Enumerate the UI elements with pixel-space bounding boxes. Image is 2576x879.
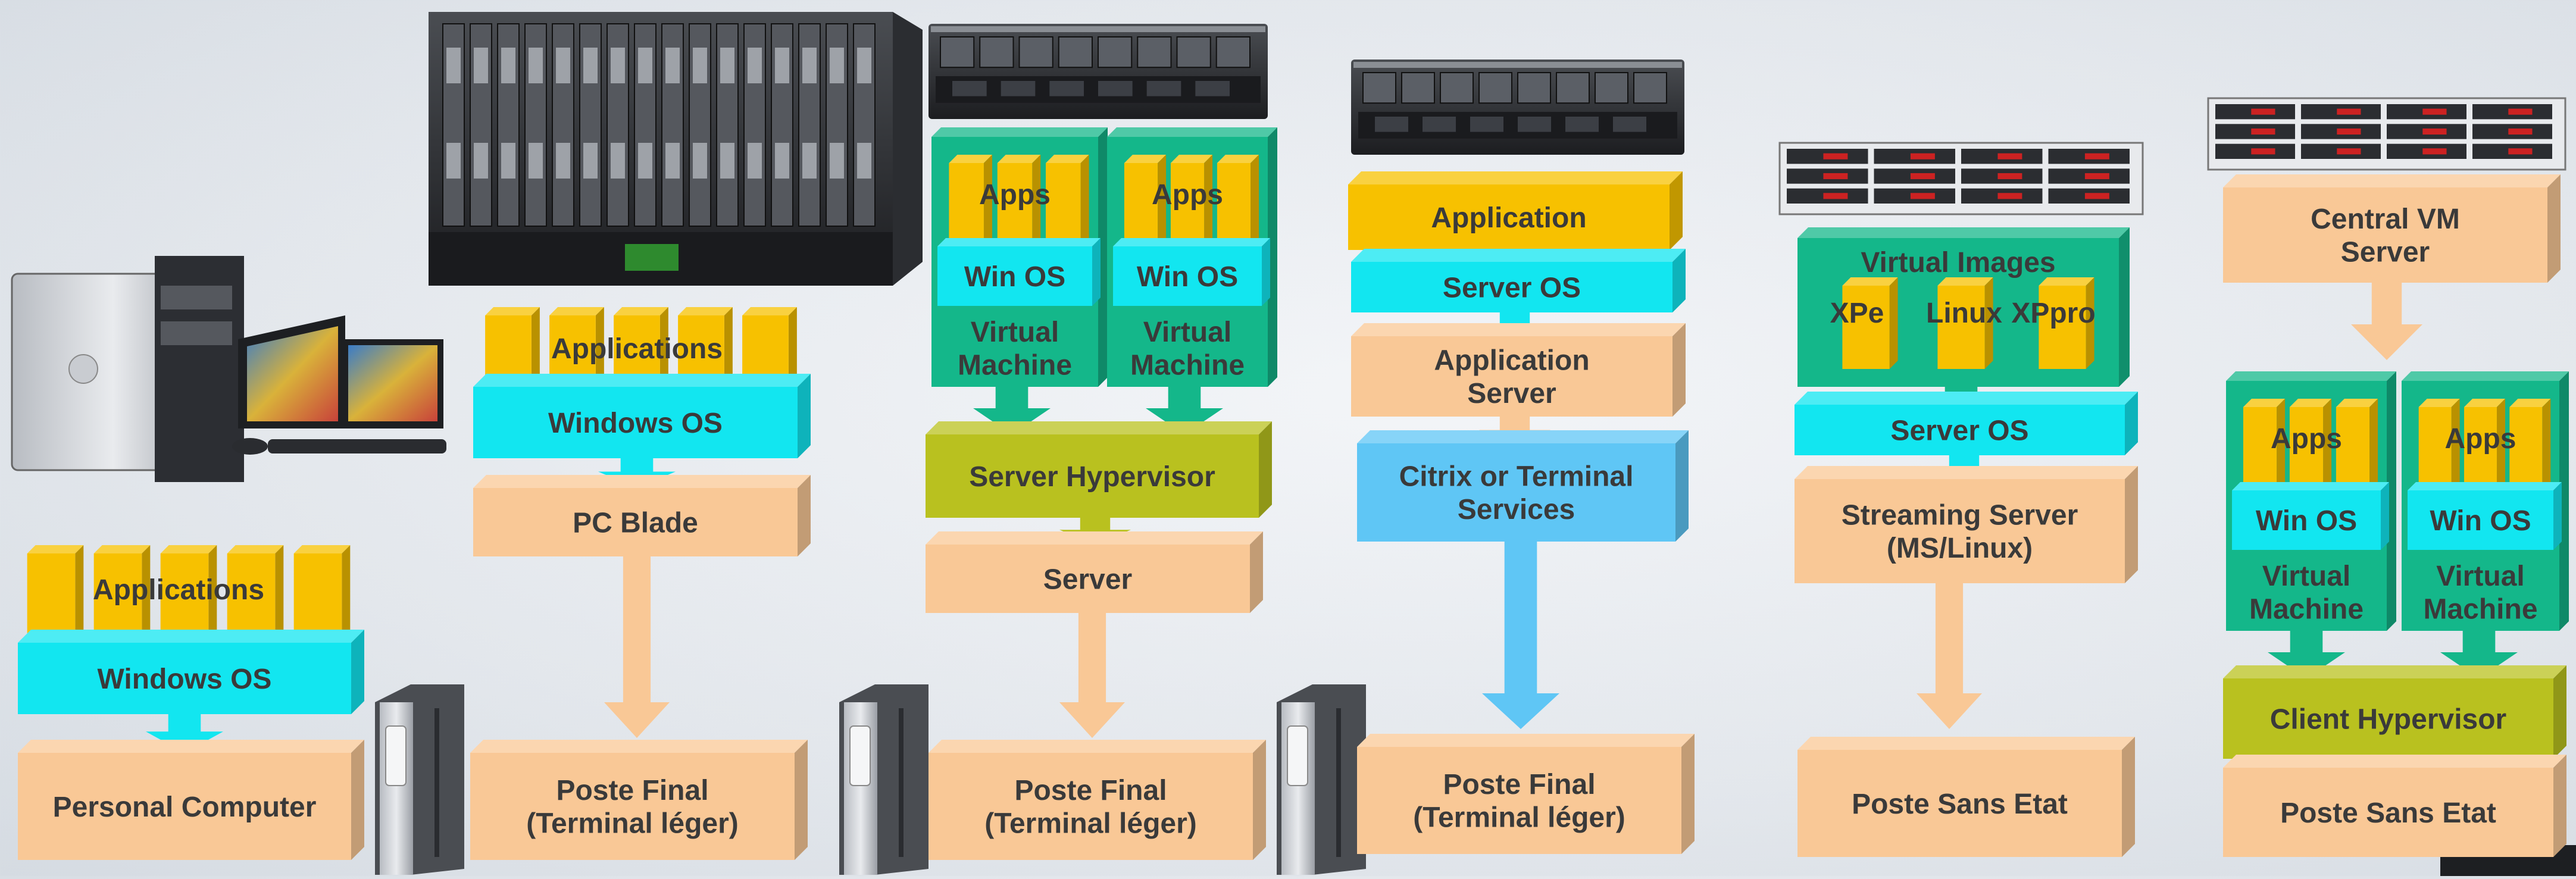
arrow-os-to-pc bbox=[146, 714, 223, 753]
pc-blade-block: PC Blade bbox=[473, 475, 811, 556]
virtual-images-title: Virtual Images bbox=[1861, 247, 2055, 279]
storage-array-icon bbox=[2207, 97, 2566, 171]
windows-os-block-label: Windows OS bbox=[548, 408, 723, 439]
arrow-vm1-to-hypervisor bbox=[973, 387, 1051, 434]
image-label: XPpro bbox=[2011, 298, 2095, 329]
streaming-server-block-label: Streaming Server(MS/Linux) bbox=[1842, 500, 2078, 564]
client-hypervisor-block-label: Client Hypervisor bbox=[2270, 703, 2506, 735]
terminal-block: Poste Sans Etat bbox=[2223, 755, 2566, 857]
rack-server-icon bbox=[929, 24, 1268, 119]
image-xppro-block: XPpro bbox=[2011, 277, 2096, 369]
server-os-block: Server OS bbox=[1795, 392, 2138, 455]
vm-os-label: Win OS bbox=[1137, 261, 1238, 293]
arrow-vm2-to-hypervisor bbox=[1146, 387, 1223, 434]
arrow-server-to-terminal bbox=[1059, 613, 1125, 738]
image-label: Linux bbox=[1926, 298, 2002, 329]
personal-computer-block-label: Personal Computer bbox=[53, 792, 317, 823]
applications-block: Applications bbox=[27, 545, 351, 643]
image-xpe-block: XPe bbox=[1830, 277, 1898, 369]
thin-client-icon bbox=[839, 684, 929, 875]
arrow-blade-to-terminal bbox=[604, 556, 670, 738]
vm-apps-label: Apps bbox=[1152, 179, 1223, 211]
vm-os-label: Win OS bbox=[2256, 505, 2357, 537]
application-block: Application bbox=[1348, 171, 1683, 250]
vm-os-block: Win OS bbox=[1113, 238, 1270, 306]
arrow-vm1-to-hypervisor bbox=[2268, 631, 2345, 678]
image-label: XPe bbox=[1830, 298, 1884, 329]
vm-os-label: Win OS bbox=[964, 261, 1065, 293]
applications-label: Applications bbox=[551, 333, 723, 365]
windows-os-block-label: Windows OS bbox=[98, 664, 272, 695]
pc-blade-block-label: PC Blade bbox=[573, 507, 698, 539]
server-os-block-label: Server OS bbox=[1890, 415, 2028, 446]
arrow-vm2-to-hypervisor bbox=[2440, 631, 2518, 678]
vm-apps-label: Apps bbox=[2271, 423, 2342, 455]
windows-os-block: Windows OS bbox=[473, 374, 811, 458]
terminal-block-label: Poste Final(Terminal léger) bbox=[526, 775, 739, 839]
terminal-block-label: Poste Final(Terminal léger) bbox=[984, 775, 1197, 839]
applications-label: Applications bbox=[93, 574, 264, 606]
vm-os-label: Win OS bbox=[2430, 505, 2531, 537]
arrow-central-to-vm bbox=[2351, 283, 2422, 360]
streaming-server-block: Streaming Server(MS/Linux) bbox=[1795, 466, 2138, 583]
arrow-citrix-to-terminal bbox=[1482, 542, 1559, 729]
vm-apps-block: Apps bbox=[1124, 155, 1259, 252]
vm-apps-block: Apps bbox=[2243, 399, 2378, 496]
server-hypervisor-block-label: Server Hypervisor bbox=[969, 461, 1215, 493]
server-os-block: Server OS bbox=[1351, 249, 1686, 312]
application-block-label: Application bbox=[1431, 202, 1586, 234]
personal-computer-block: Personal Computer bbox=[18, 740, 364, 860]
terminal-block-label: Poste Sans Etat bbox=[1852, 789, 2068, 820]
vm-os-block: Win OS bbox=[937, 238, 1101, 306]
image-linux-block: Linux bbox=[1926, 277, 2002, 369]
vm-apps-label: Apps bbox=[2445, 423, 2516, 455]
rack-server-icon bbox=[1351, 60, 1684, 155]
thin-client-icon bbox=[375, 684, 464, 875]
vm-apps-block: Apps bbox=[949, 155, 1089, 252]
terminal-block: Poste Sans Etat bbox=[1797, 737, 2135, 857]
arrow-streaming-to-terminal bbox=[1917, 583, 1982, 729]
storage-array-icon bbox=[1778, 142, 2144, 215]
terminal-block: Poste Final(Terminal léger) bbox=[929, 740, 1266, 860]
vm-apps-label: Apps bbox=[979, 179, 1051, 211]
vm-apps-block: Apps bbox=[2418, 399, 2551, 496]
workstation-icon bbox=[11, 256, 446, 482]
arrow-os-to-blade bbox=[598, 458, 676, 488]
server-block-label: Server bbox=[1043, 564, 1132, 595]
terminal-block-label: Poste Sans Etat bbox=[2280, 797, 2496, 829]
terminal-block-label: Poste Final(Terminal léger) bbox=[1413, 769, 1625, 833]
server-hypervisor-block: Server Hypervisor bbox=[926, 421, 1272, 518]
client-hypervisor-block: Client Hypervisor bbox=[2223, 665, 2566, 759]
blade-enclosure-icon bbox=[429, 12, 923, 286]
server-os-block-label: Server OS bbox=[1443, 272, 1581, 304]
server-block: Server bbox=[926, 531, 1263, 613]
terminal-block: Poste Final(Terminal léger) bbox=[470, 740, 808, 860]
thin-client-icon bbox=[1277, 684, 1366, 875]
vm-os-block: Win OS bbox=[2232, 482, 2389, 550]
windows-os-block: Windows OS bbox=[18, 630, 364, 714]
arrow-hypervisor-to-server bbox=[1059, 518, 1131, 545]
vm-os-block: Win OS bbox=[2408, 482, 2562, 550]
terminal-block: Poste Final(Terminal léger) bbox=[1357, 734, 1695, 854]
